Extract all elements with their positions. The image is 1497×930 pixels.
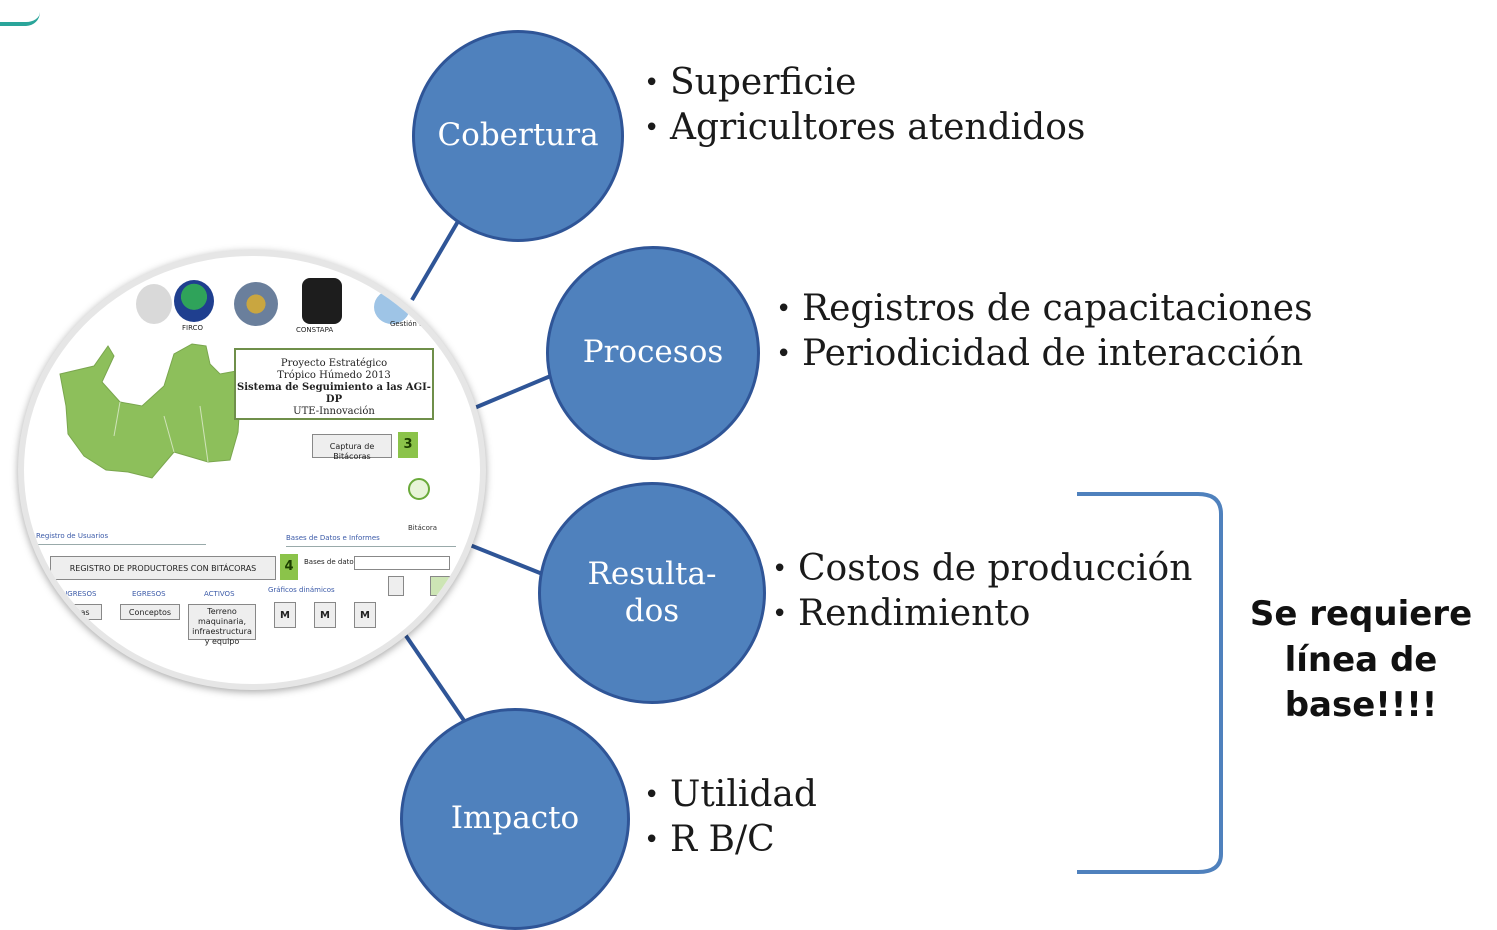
income-column-label: INGRESOS	[60, 590, 97, 598]
register-count-badge: 4	[280, 554, 298, 580]
list-impacto: Utilidad R B/C	[640, 772, 817, 863]
list-item: Agricultores atendidos	[640, 105, 1085, 151]
title-line-1: Proyecto Estratégico	[280, 358, 388, 369]
graph-button-1[interactable]: M	[274, 602, 296, 628]
refresh-icon[interactable]	[408, 478, 430, 500]
graphs-label: Gráficos dinámicos	[268, 586, 335, 594]
node-cobertura: Cobertura	[412, 30, 624, 242]
concepts-button[interactable]: Conceptos	[120, 604, 180, 620]
list-item: R B/C	[640, 817, 817, 863]
logo-caption-innovation: Gestión de la Innovación	[390, 320, 477, 328]
node-impacto-label: Impacto	[450, 800, 580, 837]
node-resultados-label: Resulta- dos	[587, 555, 717, 629]
firco-logo-icon	[174, 280, 214, 322]
emblem-icon	[136, 284, 172, 324]
list-item: Superficie	[640, 60, 1085, 106]
connector-procesos	[471, 373, 554, 411]
corner-accent	[0, 0, 40, 26]
database-label: Bases de Datos e Informes	[286, 534, 380, 542]
logo-caption-firco: FIRCO	[182, 324, 204, 332]
registry-label: Registro de Usuarios	[36, 532, 109, 540]
innovation-logo-icon	[374, 290, 410, 324]
list-item: Registros de capacitaciones	[772, 286, 1313, 332]
database-field-label: Bases de datos	[304, 558, 358, 566]
register-producers-button[interactable]: REGISTRO DE PRODUCTORES CON BITÁCORAS	[50, 556, 276, 580]
list-procesos: Registros de capacitaciones Periodicidad…	[772, 286, 1313, 377]
capture-count-badge: 3	[398, 432, 418, 458]
graph-button-2[interactable]: M	[314, 602, 336, 628]
title-line-4: UTE-Innovación	[293, 406, 375, 417]
list-cobertura: Superficie Agricultores atendidos	[640, 60, 1085, 151]
node-cobertura-label: Cobertura	[437, 117, 599, 154]
list-item: Periodicidad de interacción	[772, 331, 1313, 377]
sales-button[interactable]: Ventas	[50, 604, 102, 620]
list-item: Costos de producción	[768, 546, 1192, 592]
calculator-icon[interactable]	[388, 576, 404, 596]
list-item: Rendimiento	[768, 591, 1192, 637]
screenshot-thumbnail: FIRCO CONSTAPA Gestión de la Innovación …	[18, 250, 486, 690]
seal-icon	[234, 282, 278, 326]
constapa-logo-icon	[302, 278, 342, 324]
baseline-callout: Se requiere línea de base!!!!	[1249, 594, 1473, 726]
bracket	[1077, 492, 1223, 874]
list-item: Utilidad	[640, 772, 817, 818]
map-icon	[59, 343, 243, 479]
title-line-3: Sistema de Seguimiento a las AGI-DP	[237, 382, 431, 405]
project-title-box: Proyecto Estratégico Trópico Húmedo 2013…	[234, 348, 434, 420]
list-resultados: Costos de producción Rendimiento	[768, 546, 1192, 637]
registry-underline	[36, 544, 206, 545]
node-resultados: Resulta- dos	[538, 482, 766, 704]
export-icon[interactable]	[430, 576, 450, 596]
logo-caption-constapa: CONSTAPA	[296, 326, 334, 334]
connector-impacto	[400, 628, 467, 724]
node-procesos-label: Procesos	[582, 334, 724, 371]
database-underline	[286, 546, 456, 547]
graph-button-3[interactable]: M	[354, 602, 376, 628]
capture-logs-button[interactable]: Captura de Bitácoras	[312, 434, 392, 461]
title-line-2: Trópico Húmedo 2013	[277, 370, 391, 381]
node-impacto: Impacto	[400, 708, 630, 930]
node-procesos: Procesos	[546, 246, 760, 460]
exit-label[interactable]: Bitácora	[408, 524, 438, 532]
assets-button[interactable]: Terreno maquinaria, infraestructura y eq…	[188, 604, 256, 646]
expenses-column-label: EGRESOS	[132, 590, 166, 598]
assets-column-label: ACTIVOS	[204, 590, 235, 598]
database-select[interactable]	[354, 556, 450, 570]
